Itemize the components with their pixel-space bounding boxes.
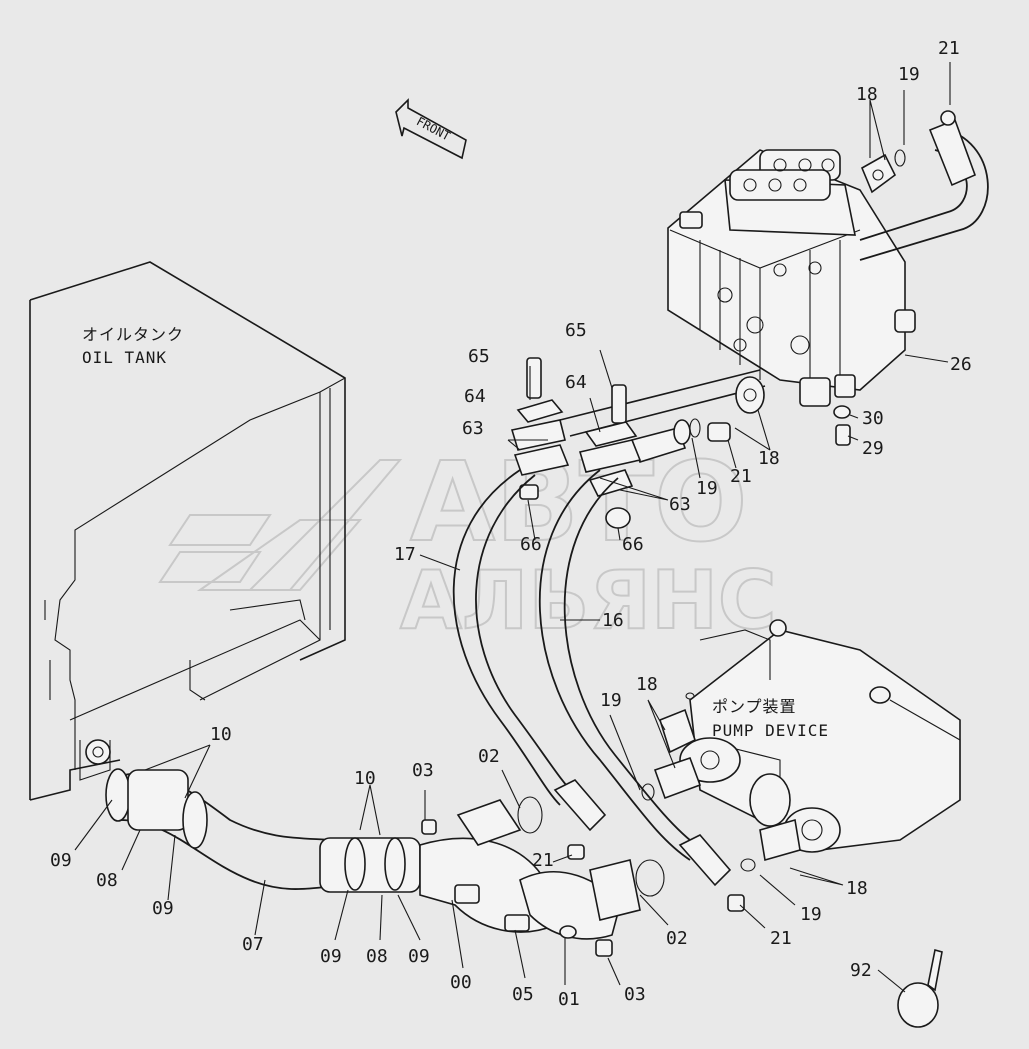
hoses-16-17 — [452, 469, 732, 887]
label-18: 18 — [846, 878, 868, 899]
label-65: 65 — [565, 320, 587, 341]
pump-device-en: PUMP DEVICE — [712, 721, 829, 740]
label-21: 21 — [770, 928, 792, 949]
pump-device-caption: ポンプ装置 PUMP DEVICE — [712, 697, 829, 740]
label-01: 01 — [558, 989, 580, 1010]
watermark: АВТО АЛЬЯНС — [158, 437, 778, 648]
part-labels: 21 19 18 26 65 65 64 64 63 63 66 66 19 2… — [50, 38, 972, 1010]
label-19: 19 — [800, 904, 822, 925]
label-21: 21 — [730, 466, 752, 487]
label-19: 19 — [898, 64, 920, 85]
oil-tank-en: OIL TANK — [82, 348, 167, 367]
label-00: 00 — [450, 972, 472, 993]
label-09: 09 — [152, 898, 174, 919]
label-18: 18 — [856, 84, 878, 105]
return-hose-upper — [859, 110, 989, 261]
label-66: 66 — [520, 534, 542, 555]
front-arrow-label: FRONT — [414, 114, 452, 143]
watermark-line1: АВТО — [410, 438, 748, 566]
label-29: 29 — [862, 438, 884, 459]
label-03: 03 — [412, 760, 434, 781]
oil-tank-drawing — [29, 261, 346, 801]
label-10: 10 — [210, 724, 232, 745]
label-66: 66 — [622, 534, 644, 555]
label-26: 26 — [950, 354, 972, 375]
label-02: 02 — [478, 746, 500, 767]
label-19: 19 — [696, 478, 718, 499]
pump-device — [641, 619, 961, 912]
label-09: 09 — [50, 850, 72, 871]
watermark-line2: АЛЬЯНС — [400, 554, 777, 647]
valve-fittings — [630, 376, 851, 463]
leader-lines — [74, 62, 951, 993]
label-21: 21 — [532, 850, 554, 871]
pump-device-jp: ポンプ装置 — [712, 697, 797, 716]
label-30: 30 — [862, 408, 884, 429]
label-10: 10 — [354, 768, 376, 789]
label-92: 92 — [850, 960, 872, 981]
label-09: 09 — [408, 946, 430, 967]
label-64: 64 — [464, 386, 486, 407]
suction-pipe — [105, 768, 665, 957]
oil-tank-jp: オイルタンク — [82, 325, 184, 344]
oil-tank-caption: オイルタンク OIL TANK — [82, 325, 184, 367]
label-02: 02 — [666, 928, 688, 949]
label-03: 03 — [624, 984, 646, 1005]
label-64: 64 — [565, 372, 587, 393]
cable-tie — [897, 948, 943, 1028]
watermark-logo — [158, 459, 403, 591]
label-63: 63 — [462, 418, 484, 439]
label-65: 65 — [468, 346, 490, 367]
front-arrow: FRONT — [395, 98, 467, 160]
label-63: 63 — [669, 494, 691, 515]
label-17: 17 — [394, 544, 416, 565]
label-07: 07 — [242, 934, 264, 955]
label-18: 18 — [636, 674, 658, 695]
label-18: 18 — [758, 448, 780, 469]
pipe-upper — [559, 369, 766, 437]
label-08: 08 — [366, 946, 388, 967]
label-16: 16 — [602, 610, 624, 631]
label-19: 19 — [600, 690, 622, 711]
label-08: 08 — [96, 870, 118, 891]
control-valve — [667, 149, 916, 407]
label-05: 05 — [512, 984, 534, 1005]
label-09: 09 — [320, 946, 342, 967]
label-21: 21 — [938, 38, 960, 59]
